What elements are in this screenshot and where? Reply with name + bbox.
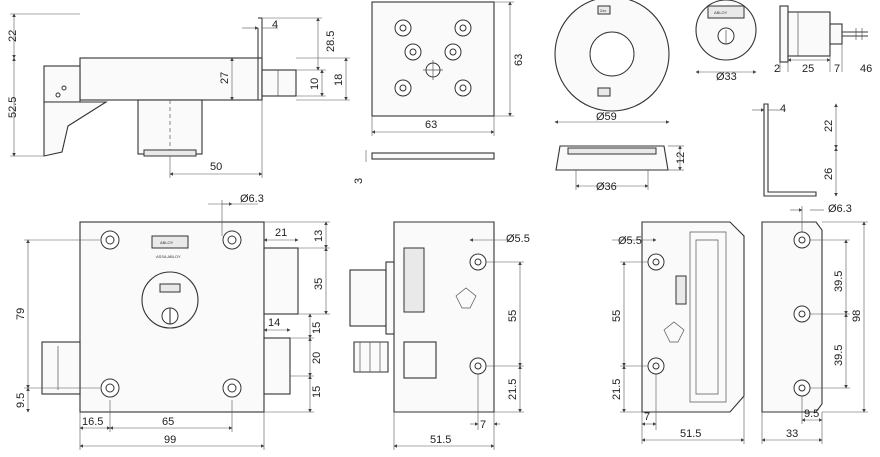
dim-12: 12 bbox=[675, 152, 687, 164]
thumb-turn bbox=[43, 101, 108, 157]
dim-51-5-back: 51.5 bbox=[430, 434, 451, 446]
dim-26: 26 bbox=[823, 168, 835, 180]
dim-51-5-keeper: 51.5 bbox=[680, 428, 701, 440]
brand-badge bbox=[151, 235, 189, 249]
front-brand: ABLOY bbox=[160, 240, 174, 245]
rose-logo-text: 2xx bbox=[600, 8, 606, 13]
dim-15-b: 15 bbox=[311, 386, 323, 398]
dim-39-5-a: 39.5 bbox=[833, 271, 845, 292]
dim-7-back: 7 bbox=[480, 419, 486, 431]
dim-99: 99 bbox=[164, 434, 176, 446]
dim-50: 50 bbox=[210, 161, 222, 173]
front-sub: ASSA ABLOY bbox=[156, 254, 181, 259]
dim-98: 98 bbox=[851, 310, 863, 322]
knob-side bbox=[349, 269, 387, 327]
dim-7-keeper: 7 bbox=[644, 411, 650, 423]
lock-body-side bbox=[79, 57, 263, 101]
dim-d59: Ø59 bbox=[596, 111, 617, 123]
dim-35: 35 bbox=[313, 278, 325, 290]
dim-4-keeper: 4 bbox=[780, 103, 786, 115]
dim-25: 25 bbox=[802, 63, 814, 75]
dim-52-5: 52.5 bbox=[7, 97, 19, 118]
cylinder-body bbox=[787, 11, 831, 57]
dim-15-a: 15 bbox=[311, 322, 323, 334]
bolt-front bbox=[263, 247, 299, 315]
dim-10: 10 bbox=[309, 78, 321, 90]
dim-21-5-keeper: 21.5 bbox=[611, 379, 623, 400]
keeper-plate bbox=[641, 221, 745, 413]
dim-18: 18 bbox=[333, 74, 345, 86]
latch-slot bbox=[403, 341, 437, 379]
dim-33: 33 bbox=[786, 428, 798, 440]
dim-20: 20 bbox=[311, 352, 323, 364]
thumb-lever bbox=[41, 341, 81, 395]
dim-22-keeper: 22 bbox=[823, 120, 835, 132]
dim-16-5: 16.5 bbox=[82, 416, 103, 428]
dim-9-5: 9.5 bbox=[15, 393, 27, 408]
strike-view: Ø6.3 39.5 39.5 98 9.5 33 bbox=[761, 203, 868, 444]
latch-front bbox=[263, 337, 291, 395]
dim-d36: Ø36 bbox=[596, 181, 617, 193]
plate-thickness bbox=[371, 152, 495, 160]
rose-view: 2xx Ø59 12 Ø36 bbox=[554, 0, 687, 193]
dim-79: 79 bbox=[15, 308, 27, 320]
bolt-side bbox=[261, 69, 297, 97]
cylinder-collar bbox=[779, 5, 789, 63]
dim-3: 3 bbox=[353, 178, 365, 184]
dim-39-5-b: 39.5 bbox=[833, 345, 845, 366]
dim-63-h: 63 bbox=[513, 54, 525, 66]
dim-22: 22 bbox=[7, 30, 19, 42]
keeper-front-view: Ø5.5 55 21.5 7 51.5 bbox=[611, 221, 745, 444]
dim-21-5-back: 21.5 bbox=[507, 379, 519, 400]
bolt-slot bbox=[403, 247, 425, 313]
strike-plate bbox=[761, 221, 823, 413]
dim-13: 13 bbox=[313, 230, 325, 242]
rose-inner bbox=[589, 31, 635, 77]
dim-d6-3-strike: Ø6.3 bbox=[828, 203, 852, 215]
front-holes bbox=[100, 230, 242, 398]
cylinder-brand: ABLOY bbox=[714, 10, 728, 15]
knob-base bbox=[43, 65, 81, 103]
mounting-plate-view: 63 63 3 bbox=[353, 1, 525, 184]
cylinder-views: ABLOY Ø33 2 25 7 46 bbox=[695, 0, 872, 83]
dim-d6-3: Ø6.3 bbox=[240, 193, 264, 205]
dim-27: 27 bbox=[219, 72, 231, 84]
dim-21: 21 bbox=[275, 227, 287, 239]
lever-side bbox=[353, 341, 389, 373]
l-bracket bbox=[763, 103, 817, 197]
keeper-l-view: 4 22 26 bbox=[752, 103, 838, 197]
front-view: ABLOY ASSA ABLOY Ø6.3 21 13 35 79 14 15 … bbox=[15, 193, 330, 450]
side-view-top: 22 52.5 4 28.5 27 18 10 50 bbox=[7, 13, 350, 178]
dim-9-5-strike: 9.5 bbox=[804, 408, 819, 420]
dim-65: 65 bbox=[162, 416, 174, 428]
dim-63-w: 63 bbox=[425, 119, 437, 131]
dim-7-cyl: 7 bbox=[834, 63, 840, 75]
key-cylinder bbox=[141, 271, 199, 329]
dim-4-top: 4 bbox=[272, 19, 278, 31]
mark-symbol bbox=[455, 287, 477, 309]
dim-14: 14 bbox=[268, 317, 280, 329]
dim-55-back: 55 bbox=[507, 310, 519, 322]
dim-d5-5-keeper: Ø5.5 bbox=[618, 235, 642, 247]
dim-55-keeper: 55 bbox=[611, 310, 623, 322]
back-view: Ø5.5 55 21.5 7 51.5 bbox=[349, 221, 530, 450]
dim-d5-5-back: Ø5.5 bbox=[506, 233, 530, 245]
plate-holes bbox=[394, 19, 472, 97]
dim-d33: Ø33 bbox=[716, 71, 737, 83]
square-plate bbox=[371, 1, 495, 117]
dim-28-5: 28.5 bbox=[325, 31, 337, 52]
dim-46: 46 bbox=[860, 63, 872, 75]
dim-2: 2 bbox=[774, 63, 780, 75]
